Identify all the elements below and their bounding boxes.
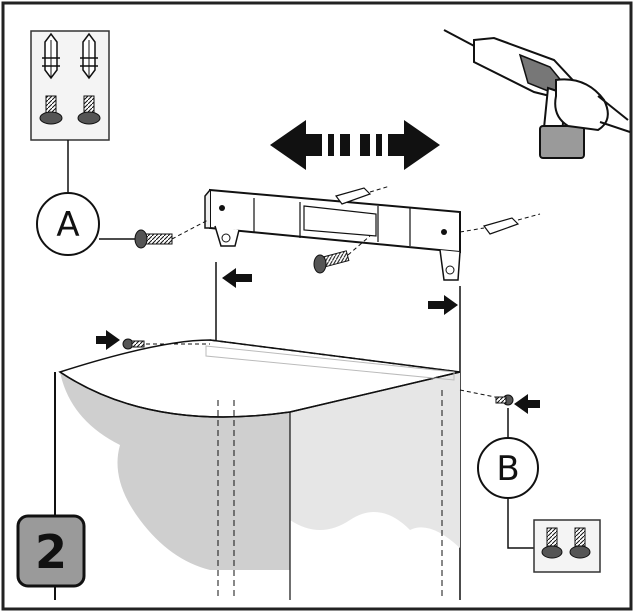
hardware-box-b <box>533 519 601 573</box>
callout-b: B <box>477 437 539 499</box>
wall-plug-icon <box>482 217 520 235</box>
step-badge: 2 <box>16 514 86 588</box>
arrow-right-icon <box>96 330 120 350</box>
mounting-bracket <box>204 188 461 281</box>
drill-icon <box>443 29 631 159</box>
screw-icon <box>122 338 145 350</box>
screw-icon <box>569 527 591 559</box>
screw-icon <box>541 527 563 559</box>
arrow-right-icon <box>428 295 458 315</box>
screw-icon <box>39 95 63 125</box>
arrow-right-icon <box>360 120 440 170</box>
screw-icon <box>495 394 514 406</box>
step-number: 2 <box>35 525 67 579</box>
callout-a-label: A <box>56 205 79 245</box>
callout-b-label: B <box>496 449 519 489</box>
callout-a: A <box>36 192 100 256</box>
wall-plug-icon <box>334 187 372 205</box>
arrow-left-icon <box>514 394 540 414</box>
screw-icon <box>313 250 350 274</box>
cabinet-unit <box>54 339 501 600</box>
screw-icon <box>77 95 101 125</box>
wall-plug-icon <box>80 32 98 80</box>
arrow-left-icon <box>222 268 252 288</box>
wall-plug-icon <box>42 32 60 80</box>
arrow-left-icon <box>270 120 350 170</box>
hardware-box-a <box>30 30 110 141</box>
